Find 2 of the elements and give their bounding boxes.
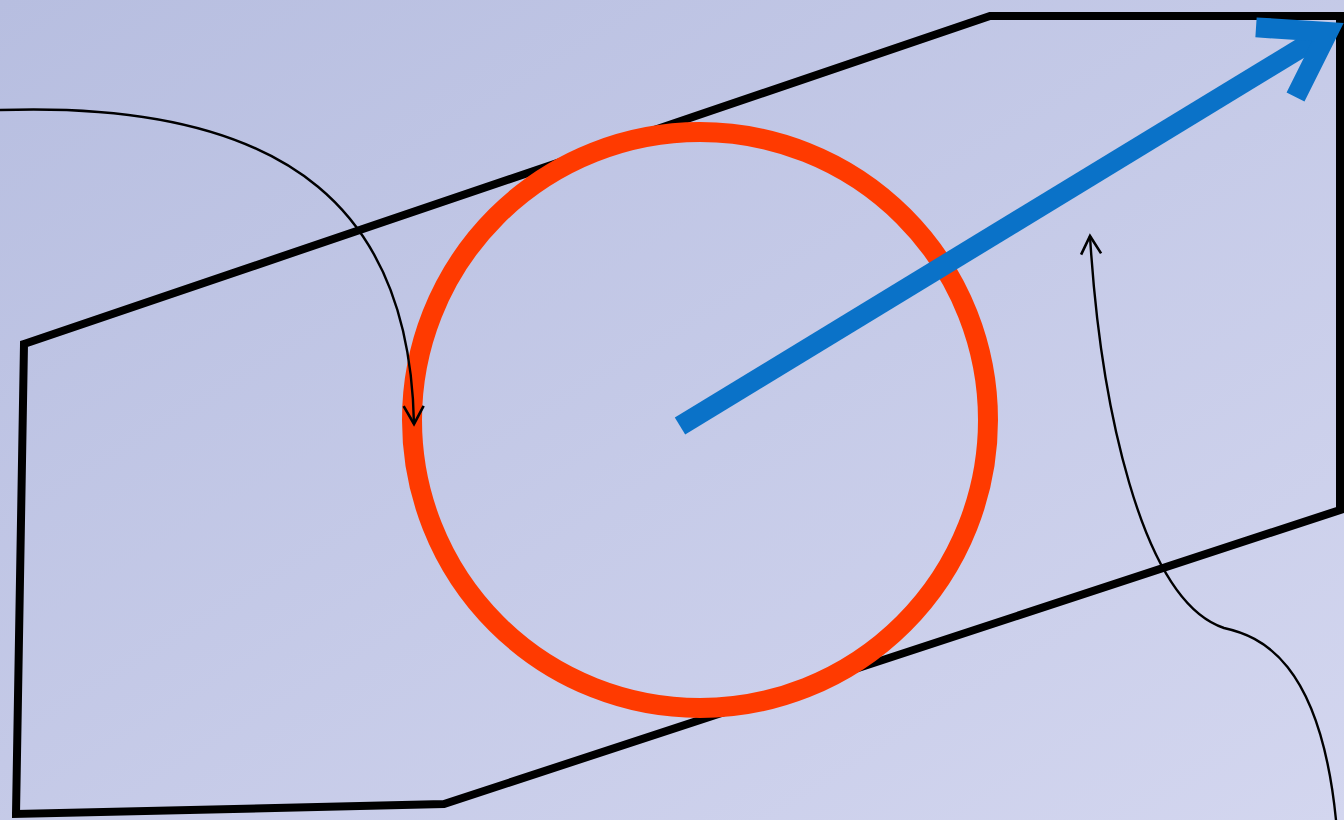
leader-arrow xyxy=(0,108,425,426)
leader-arrow xyxy=(1080,234,1338,820)
